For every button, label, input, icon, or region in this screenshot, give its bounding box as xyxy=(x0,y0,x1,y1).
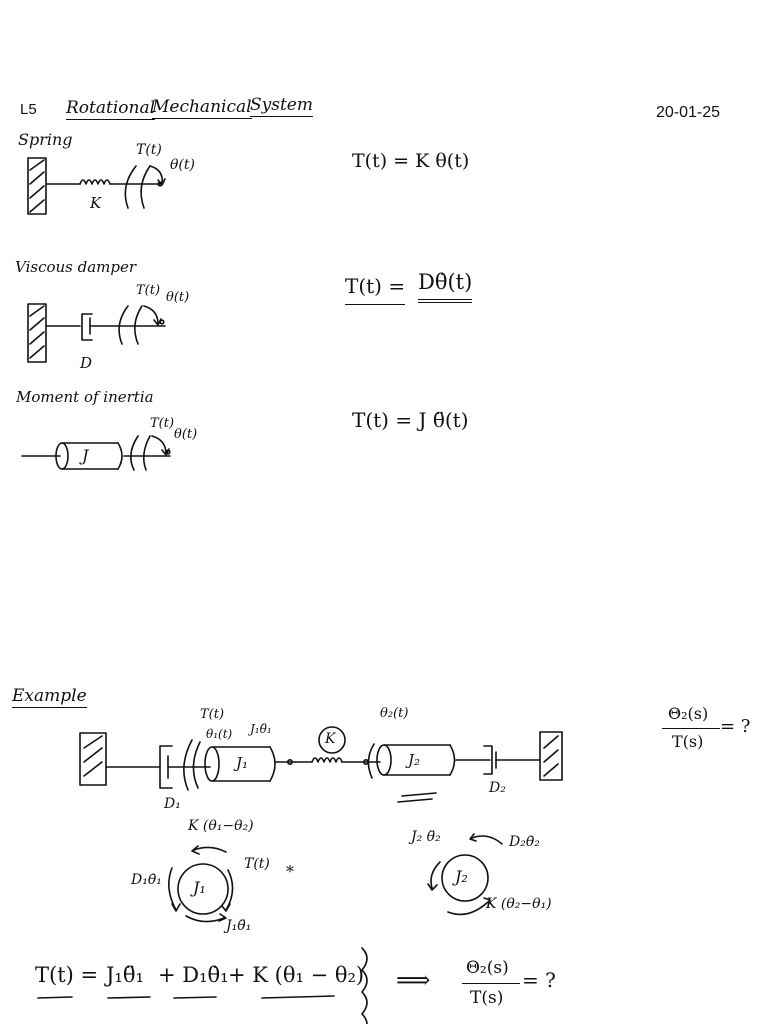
inertia-torque-label: T(t) xyxy=(150,416,175,431)
eq-result-fraction-bar xyxy=(462,983,520,984)
spring-k-label: K xyxy=(90,194,102,212)
inertia-equation: T(t) = J θ̈(t) xyxy=(352,408,469,432)
lecture-number: L5 xyxy=(20,101,37,118)
damper-equation-rhs: Dθ̇(t) xyxy=(418,270,473,303)
inertia-j-label: J xyxy=(82,446,89,465)
fbd1-inertia-torque: J₁θ̈₁ xyxy=(226,918,252,934)
question-denominator: T(s) xyxy=(672,732,704,751)
fbd1-spring-force: K (θ₁−θ₂) xyxy=(188,818,254,834)
eq-implies-arrow: ⟹ xyxy=(396,966,431,994)
fbd2-body-label: J₂ xyxy=(455,867,468,886)
example-spring-label: K xyxy=(325,731,336,747)
title-word-3: System xyxy=(250,95,313,117)
inertia-heading: Moment of inertia xyxy=(16,388,154,406)
date: 20-01-25 xyxy=(656,104,721,121)
fbd2-spring-force: K (θ₂−θ₁) xyxy=(486,896,552,912)
example-angle2-label: θ₂(t) xyxy=(380,706,409,721)
example-j2-label: J₂ xyxy=(408,751,421,769)
question-numerator: Θ₂(s) xyxy=(668,704,709,723)
fbd1-star-mark: * xyxy=(286,862,294,881)
spring-equation: T(t) = K θ(t) xyxy=(352,150,470,172)
example-angle1-label: θ₁(t) xyxy=(206,727,233,741)
eq-result-equals: = ? xyxy=(522,968,556,992)
inertia-angle-label: θ(t) xyxy=(174,427,198,442)
eq-result-numerator: Θ₂(s) xyxy=(466,958,509,978)
title-word-1: Rotational xyxy=(66,98,156,120)
fbd1-damper-force: D₁θ̇₁ xyxy=(131,872,162,888)
fbd2-damper-force: D₂θ̇₂ xyxy=(509,834,540,850)
damper-heading: Viscous damper xyxy=(15,258,137,276)
question-equals: = ? xyxy=(720,716,751,737)
fbd2-inertia-torque: J₂ θ̈₂ xyxy=(411,829,441,845)
damper-angle-label: θ(t) xyxy=(166,290,190,305)
damper-equation-lhs: T(t) = xyxy=(345,274,406,305)
fbd1-body-label: J₁ xyxy=(193,878,206,897)
spring-angle-label: θ(t) xyxy=(170,157,195,173)
spring-torque-label: T(t) xyxy=(136,142,162,158)
question-fraction-bar xyxy=(662,728,720,729)
example-d1-label: D₁ xyxy=(164,796,181,812)
damper-d-label: D xyxy=(80,354,93,372)
eq-term-damper: + D₁θ̇₁ xyxy=(158,963,229,987)
example-j1-label: J₁ xyxy=(236,754,249,772)
damper-torque-label: T(t) xyxy=(136,283,161,298)
eq-lhs: T(t) = xyxy=(35,963,99,987)
eq-term-spring: + K (θ₁ − θ₂) xyxy=(228,963,365,987)
fbd1-torque: T(t) xyxy=(244,856,270,872)
eq-result-denominator: T(s) xyxy=(470,988,504,1008)
spring-heading: Spring xyxy=(18,130,73,149)
eq-term-inertia: J₁θ̈₁ xyxy=(106,963,144,987)
title-word-2: Mechanical xyxy=(152,97,252,119)
example-heading: Example xyxy=(12,686,87,708)
example-d2-label: D₂ xyxy=(489,780,506,796)
example-j1-annotation: J₁θ̈₁ xyxy=(250,722,272,736)
example-torque-label: T(t) xyxy=(200,707,225,722)
